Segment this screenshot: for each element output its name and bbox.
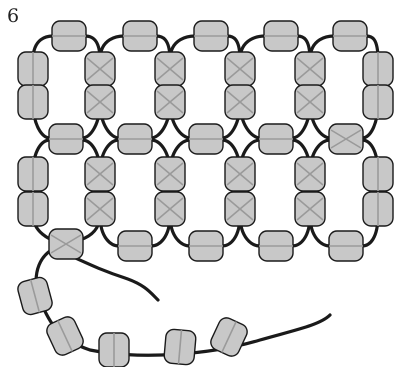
bead	[328, 230, 364, 262]
bead	[362, 51, 394, 87]
bead	[17, 191, 49, 227]
bead	[362, 84, 394, 120]
bead	[154, 51, 186, 87]
bead	[362, 191, 394, 227]
bead	[98, 332, 130, 367]
bead	[224, 191, 256, 227]
bead	[122, 20, 158, 52]
bead	[210, 317, 248, 357]
bead	[117, 230, 153, 262]
bead	[188, 230, 224, 262]
bead	[46, 316, 84, 356]
bead	[154, 156, 186, 192]
bead	[258, 230, 294, 262]
bead	[84, 51, 116, 87]
bead	[154, 191, 186, 227]
bead	[154, 84, 186, 120]
bead	[263, 20, 299, 52]
bead	[17, 51, 49, 87]
bead	[294, 191, 326, 227]
bead	[84, 84, 116, 120]
bead	[84, 156, 116, 192]
bead	[224, 51, 256, 87]
bead	[224, 84, 256, 120]
bead	[48, 228, 84, 260]
bead	[117, 123, 153, 155]
bead	[17, 84, 49, 120]
thread-paths	[31, 34, 380, 357]
bead	[294, 156, 326, 192]
bead	[188, 123, 224, 155]
bead	[294, 84, 326, 120]
bead	[84, 191, 116, 227]
bead	[294, 51, 326, 87]
bead-layer	[17, 20, 394, 367]
bead	[362, 156, 394, 192]
bead	[332, 20, 368, 52]
bead	[224, 156, 256, 192]
thread-tail	[60, 250, 160, 302]
bead	[163, 328, 197, 366]
bead	[258, 123, 294, 155]
bead	[193, 20, 229, 52]
step-number: 6	[7, 5, 20, 27]
bead	[48, 123, 84, 155]
bead	[328, 123, 364, 155]
bead	[17, 156, 49, 192]
bead	[51, 20, 87, 52]
bead	[17, 276, 53, 316]
